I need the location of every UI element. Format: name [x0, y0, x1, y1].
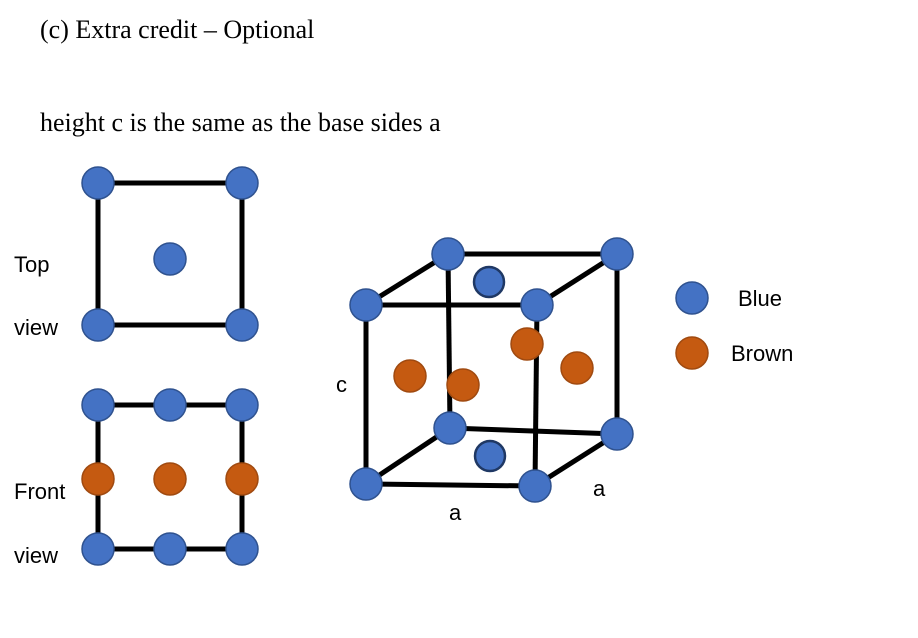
blue-atom: [225, 388, 259, 422]
blue-atom: [431, 237, 465, 271]
cube-side-edge-label: a: [593, 476, 606, 501]
blue-atom: [600, 237, 634, 271]
top-view: [81, 166, 259, 342]
blue-atom-top-face: [472, 265, 506, 299]
cube-edge: [365, 481, 536, 489]
brown-atom: [446, 368, 480, 402]
top-view-square: [95, 180, 245, 328]
top-view-label-line2: view: [14, 315, 59, 340]
blue-atom: [81, 308, 115, 342]
front-view-label-line1: Front: [14, 479, 66, 504]
page-heading: (c) Extra credit – Optional: [40, 15, 315, 44]
unit-cell-cube: [349, 237, 634, 503]
blue-atom: [600, 417, 634, 451]
legend-label-blue: Blue: [738, 286, 783, 311]
blue-atom: [225, 308, 259, 342]
blue-atom: [520, 288, 554, 322]
blue-atom: [81, 532, 115, 566]
cube-edge: [445, 253, 453, 429]
legend-swatch-brown: [675, 336, 709, 370]
legend: [675, 281, 709, 370]
problem-statement: height c is the same as the base sides a: [40, 108, 441, 137]
brown-atom: [153, 462, 187, 496]
blue-atom: [225, 166, 259, 200]
blue-atom: [518, 469, 552, 503]
brown-atom: [225, 462, 259, 496]
blue-atom: [433, 411, 467, 445]
legend-label-brown: Brown: [731, 341, 794, 366]
cube-height-label: c: [336, 372, 347, 397]
blue-atom-bottom-face: [473, 439, 507, 473]
front-view-label-line2: view: [14, 543, 59, 568]
blue-atom: [349, 288, 383, 322]
blue-atom: [153, 388, 187, 422]
brown-atom: [81, 462, 115, 496]
brown-atom: [393, 359, 427, 393]
brown-atom: [510, 327, 544, 361]
blue-atom: [153, 532, 187, 566]
blue-atom: [81, 166, 115, 200]
legend-swatch-blue: [675, 281, 709, 315]
front-view: [81, 388, 259, 566]
cube-edge: [364, 425, 452, 487]
blue-atom: [81, 388, 115, 422]
cube-front-edge-label: a: [449, 500, 462, 525]
blue-atom: [225, 532, 259, 566]
blue-atom: [153, 242, 187, 276]
top-view-label-line1: Top: [14, 252, 50, 277]
blue-atom: [349, 467, 383, 501]
brown-atom: [560, 351, 594, 385]
